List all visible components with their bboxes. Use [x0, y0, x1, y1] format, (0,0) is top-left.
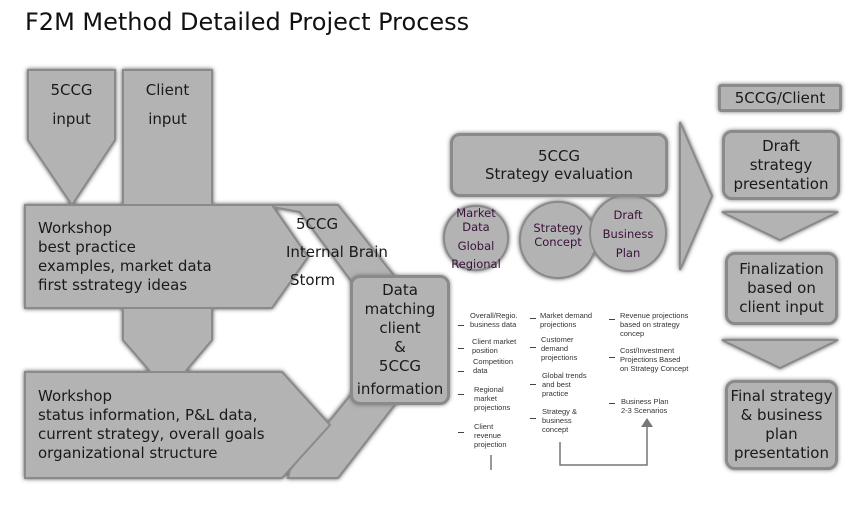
connector-lines: [490, 425, 648, 470]
draft-presentation-box: Draft strategy presentation: [722, 130, 840, 200]
detail-item: Competition data: [473, 357, 514, 375]
detail-item: Regional market projections: [474, 385, 511, 412]
final-presentation-box: Final strategy & business plan presentat…: [725, 380, 838, 470]
page-title: F2M Method Detailed Project Process: [25, 8, 470, 36]
down-arrow-1: [721, 211, 839, 242]
detail-item: Customer demand projections: [541, 335, 578, 362]
detail-item: Strategy & business concept: [542, 407, 578, 434]
detail-item: Cost/Investment Projections Based on Str…: [620, 346, 689, 373]
arrow-up-icon: [641, 418, 653, 427]
detail-item: Market demand projections: [540, 311, 593, 329]
detail-item: Revenue projections based on strategy co…: [620, 311, 689, 338]
workshop2-chevron: [24, 371, 332, 479]
right-arrow: [679, 121, 714, 271]
market-circle: [443, 205, 509, 271]
finalization-box: Finalization based on client input: [725, 252, 838, 325]
down-arrow-2: [721, 339, 839, 370]
fivec-input-arrow: [27, 69, 116, 207]
client-header-box: 5CCG/Client: [718, 84, 842, 112]
detail-item: Client revenue projection: [474, 422, 507, 449]
workshop1-chevron: [24, 204, 310, 309]
detail-item: Business Plan 2-3 Scenarios: [621, 397, 669, 415]
detail-item: Overall/Regio. business data: [470, 311, 518, 329]
detail-item: Client market position: [472, 337, 517, 355]
detail-item: Global trends and best practice: [542, 371, 587, 398]
